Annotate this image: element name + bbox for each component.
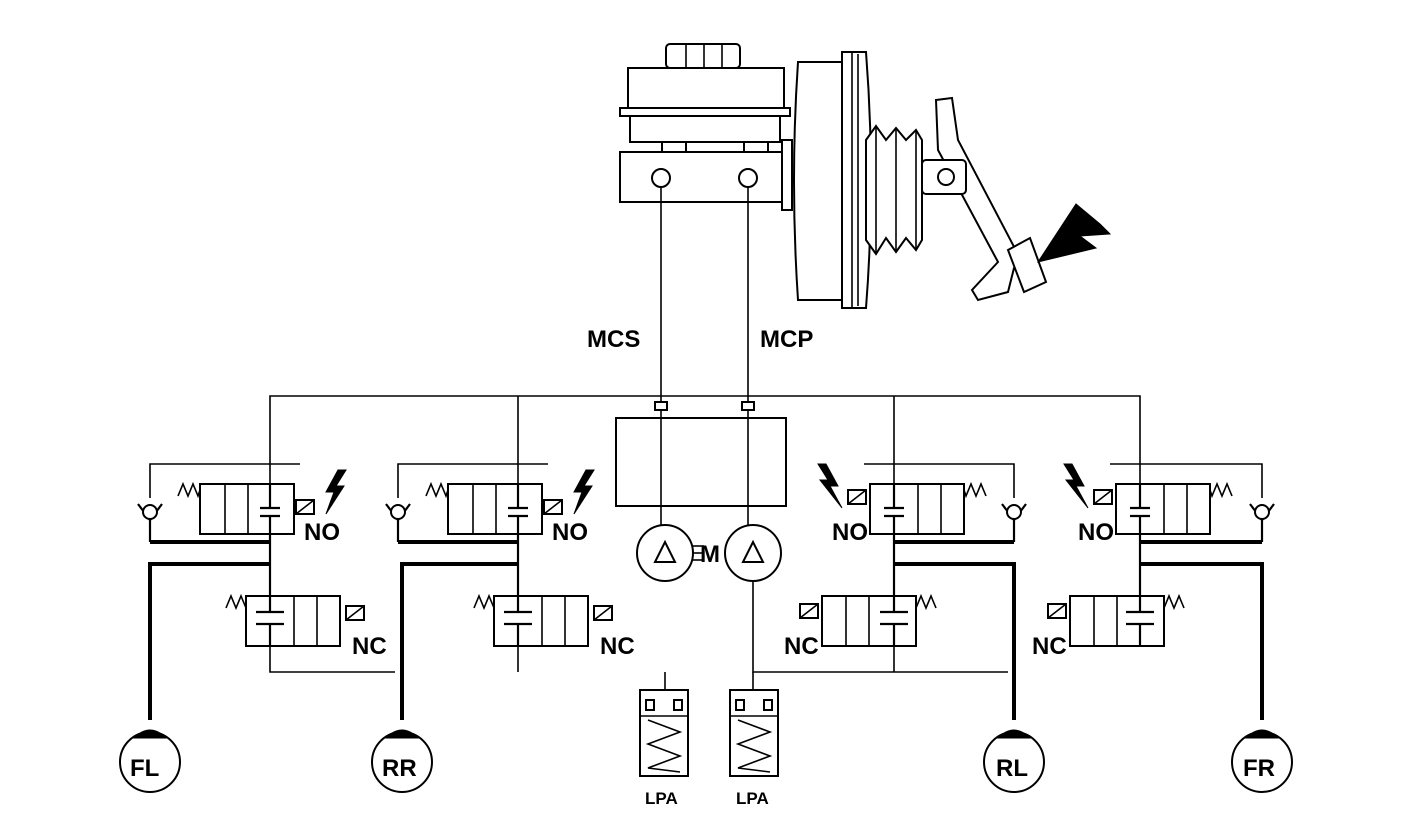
inlet-valve-label-rr: NO [552, 519, 588, 546]
pump-primary [724, 524, 782, 582]
channel-fr: NO NC [1032, 463, 1275, 720]
master-cylinder-lines [654, 187, 755, 411]
inlet-valve-label-fr: NO [1078, 519, 1114, 546]
channel-rl: NO NC [784, 463, 1027, 720]
mcs-label: MCS [587, 326, 640, 353]
lpa-label-primary: LPA [736, 789, 769, 808]
wheel-brake-rr [371, 729, 433, 793]
wheel-label-fl: FL [130, 755, 159, 782]
outlet-valve-label-fl: NC [352, 633, 387, 660]
outlet-valve-rr [493, 595, 589, 647]
mcp-port [738, 168, 758, 188]
inlet-valve-label-rl: NO [832, 519, 868, 546]
lpa-primary [729, 689, 779, 777]
wheel-label-fr: FR [1243, 755, 1275, 782]
wheel-brake-rl [983, 729, 1045, 793]
outlet-valve-label-rr: NC [600, 633, 635, 660]
outlet-valve-label-rl: NC [784, 633, 819, 660]
pump-motor [693, 545, 704, 561]
lpa-secondary [639, 689, 689, 777]
motor-label: M [700, 541, 720, 568]
outlet-valve-label-fr: NC [1032, 633, 1067, 660]
inlet-valve-label-fl: NO [304, 519, 340, 546]
lpa-label-secondary: LPA [645, 789, 678, 808]
outlet-valve-fl [245, 595, 341, 647]
pump-secondary [636, 524, 694, 582]
master-cylinder-assembly [619, 43, 793, 211]
wheel-label-rl: RL [996, 755, 1028, 782]
mcs-port [651, 168, 671, 188]
mcp-label: MCP [760, 326, 813, 353]
pedal-force-arrow [1036, 203, 1112, 263]
brake-booster [793, 51, 936, 309]
damper-chamber [615, 417, 787, 507]
wheel-label-rr: RR [382, 755, 417, 782]
brake-pedal [921, 96, 1048, 302]
wheel-brake-fl [119, 729, 181, 793]
channel-rr: NO NC [385, 463, 635, 720]
wheel-brake-fr [1231, 729, 1293, 793]
channel-fl: NO NC [137, 463, 387, 720]
upper-rail [269, 395, 1141, 484]
